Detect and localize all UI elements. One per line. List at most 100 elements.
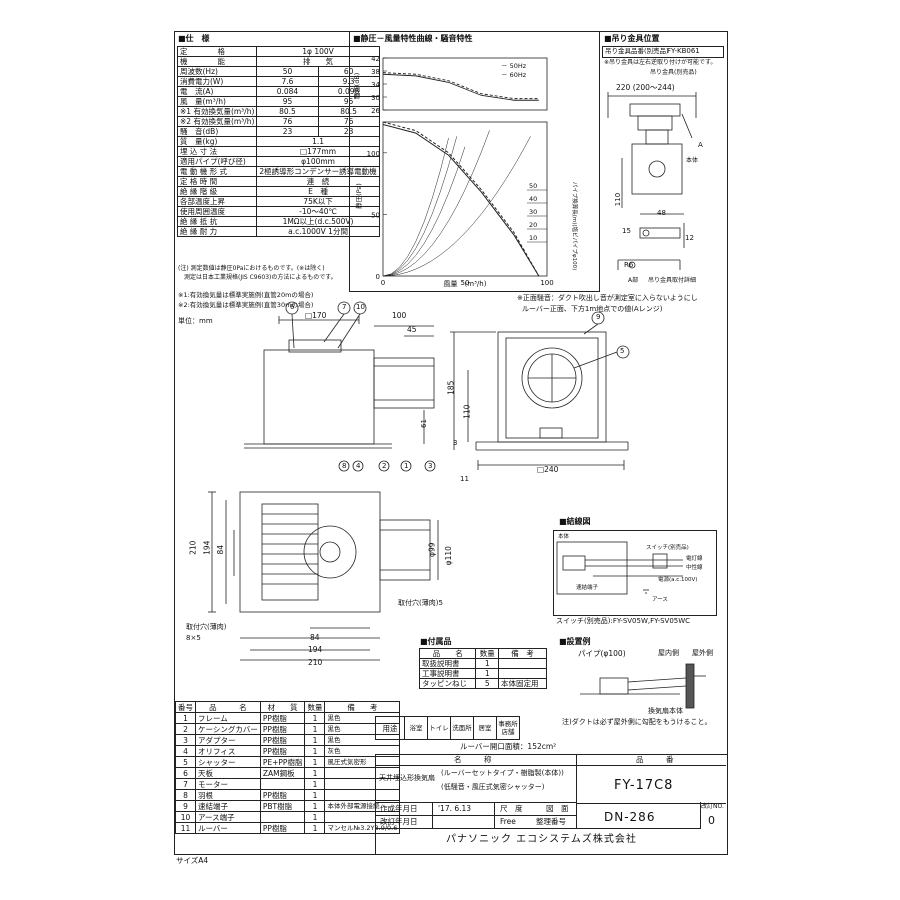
accessory-qty: 5: [475, 678, 499, 689]
parts-header: 品 名: [195, 701, 261, 713]
spec-key: 絶 縁 階 級: [176, 186, 258, 197]
install-diagram: [580, 663, 706, 709]
part-number: 1: [175, 712, 196, 724]
spec-key: 定 格: [176, 46, 258, 57]
part-number: 8: [175, 789, 196, 801]
hanger-dim-48: 48: [657, 209, 666, 217]
part-material: PBT樹脂: [259, 800, 306, 812]
hanger-a-mark: A: [698, 141, 703, 149]
front-callout-5: 5: [620, 347, 625, 355]
spec-value: a.c.1000V 1分間: [256, 226, 380, 237]
usage-item: 居室: [474, 717, 497, 739]
pressure-plot-frame: [382, 121, 548, 277]
size-label: サイズA4: [176, 856, 209, 865]
part-name: アース端子: [195, 811, 261, 823]
plan-hole-count: 8×5: [186, 634, 201, 642]
spec-key: 風 量(m³/h): [176, 96, 258, 107]
usage-label: 用途: [376, 717, 405, 739]
spec-key: ※1 有効換気量(m³/h): [176, 106, 258, 117]
part-number: 11: [175, 822, 196, 834]
plan-callout-4: 4: [356, 462, 361, 470]
product-name-2: (ルーバーセットタイプ・樹脂製(本体)): [441, 769, 564, 777]
spec-key: 消費電力(W): [176, 76, 258, 87]
side-view: [244, 301, 435, 449]
noise-y-tick-label: 26: [371, 107, 380, 115]
hanger-spec-box: 吊り金具品番(別売品) FY-KB061: [602, 46, 724, 58]
part-material: [259, 811, 306, 823]
part-qty: 1: [304, 767, 326, 779]
accessories-header: 品 名: [418, 648, 477, 659]
side-dim-45: 45: [407, 325, 417, 334]
part-qty: 1: [304, 723, 326, 735]
hanger-a-label: A部: [628, 277, 639, 284]
part-qty: 1: [304, 712, 326, 724]
spec-key: 周波数(Hz): [176, 66, 258, 77]
wiring-power: 電源(a.c.100V): [658, 577, 698, 583]
spec-value-50hz: 0.084: [256, 86, 319, 97]
parts-header: 備 考: [324, 701, 401, 713]
front-dim-3: 3: [453, 439, 458, 447]
install-outdoor: 屋外側: [692, 649, 713, 657]
usage-item: 事務所店舗: [498, 720, 518, 736]
chart-panel: [349, 31, 600, 292]
duct-tick-label: 20: [529, 221, 537, 229]
pressure-line-60Hz: [382, 123, 540, 277]
side-dim-100: 100: [392, 311, 407, 320]
part-number: 3: [175, 734, 196, 746]
duct-resistance-curve: [382, 130, 490, 277]
part-qty: 1: [304, 734, 326, 746]
spec-key: 絶 縁 耐 力: [176, 226, 258, 237]
plan-dim-110: φ110: [443, 546, 453, 566]
plan-dim-99: φ99: [427, 542, 437, 558]
part-number: 10: [175, 811, 196, 823]
mgmt-label: 整理番号: [536, 817, 566, 826]
wiring-diagram: [556, 541, 683, 595]
wiring-switch: スイッチ(別売品): [646, 545, 689, 551]
spec-value-50hz: 76: [256, 116, 319, 127]
spec-key: 質 量(kg): [176, 136, 258, 147]
part-name: ルーバー: [195, 822, 261, 834]
duct-resistance-curve: [382, 136, 531, 277]
plan-hole-label: 取付穴(薄肉): [186, 623, 227, 631]
front-dim-240: □240: [537, 465, 559, 474]
part-number: 9: [175, 800, 196, 812]
spec-value-50hz: 80.5: [256, 106, 319, 117]
spec-value-50hz: 7.6: [256, 76, 319, 87]
hanger-diagram: [607, 92, 697, 270]
spec-key: 電 動 機 形 式: [176, 166, 258, 177]
pressure-y-tick-label: 50: [371, 211, 380, 219]
product-name-1: 天井埋込形換気扇: [379, 774, 435, 782]
part-material: ZAM鋼板: [259, 767, 306, 779]
install-title: ■設置例: [559, 637, 591, 646]
duct-tick-label: 10: [529, 234, 537, 242]
accessories-header: 備 考: [498, 648, 547, 659]
hanger-dim-220: 220 (200〜244): [616, 83, 675, 92]
product-name-3: (低騒音・風圧式気密シャッター): [441, 783, 545, 791]
spec-key: 使用周囲温度: [176, 206, 258, 217]
wiring-wire-2: 中性線: [686, 565, 703, 571]
pressure-x-label: 風量 (m³/h): [444, 280, 487, 288]
noise-legend-item: － 50Hz: [501, 62, 527, 70]
plan-view: [208, 460, 439, 661]
usage-row: 用途 浴室トイレ洗面所居室事務所店舗: [375, 716, 520, 740]
install-indoor: 屋内側: [658, 649, 679, 657]
part-material: PP樹脂: [259, 789, 306, 801]
spec-key: 電 流(A): [176, 86, 258, 97]
rev-no: 0: [708, 814, 715, 827]
part-qty: 1: [304, 800, 326, 812]
plan-bottom-210: 210: [308, 658, 323, 667]
part-material: PP樹脂: [259, 745, 306, 757]
hanger-spec-value: FY-KB061: [667, 47, 700, 55]
accessory-note: 本体固定用: [498, 678, 547, 689]
part-name: 羽根: [195, 789, 261, 801]
duct-tick-label: 30: [529, 208, 537, 216]
part-name: 天板: [195, 767, 261, 779]
part-number: 4: [175, 745, 196, 757]
part-name: シャッター: [195, 756, 261, 768]
